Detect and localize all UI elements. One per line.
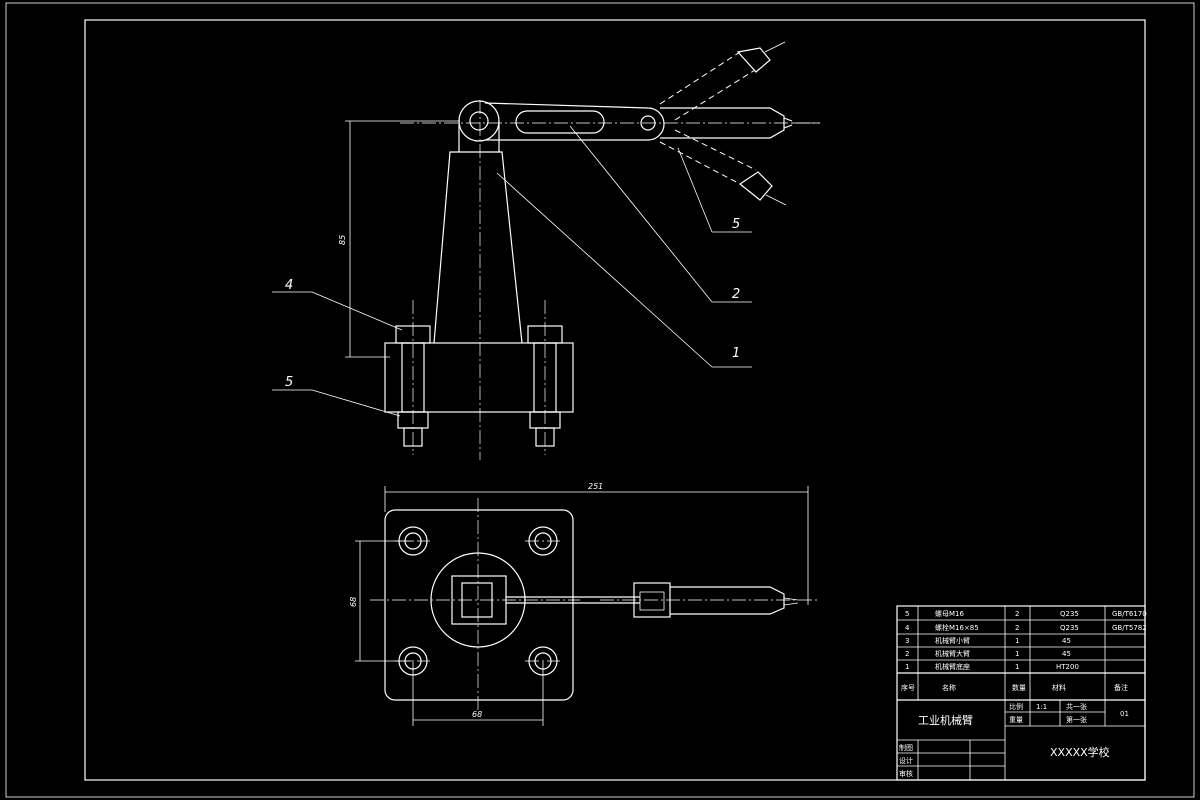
callout-1-label: 1 [732, 346, 740, 361]
svg-text:螺母M16: 螺母M16 [935, 609, 964, 618]
svg-text:45: 45 [1062, 650, 1071, 658]
svg-text:2: 2 [1015, 610, 1019, 618]
svg-text:HT200: HT200 [1056, 663, 1079, 671]
column-square-outer [451, 575, 507, 625]
svg-text:4: 4 [905, 624, 910, 632]
sheet-inner-border [84, 19, 1146, 781]
horizontal-dim-text: 68 [472, 710, 482, 719]
drawing-title: 工业机械臂 [918, 713, 973, 727]
svg-text:2: 2 [905, 650, 909, 658]
sheet-outer-border [5, 2, 1195, 798]
top-view: 251 68 68 [349, 482, 820, 726]
front-view: 85 1 2 5 4 5 [272, 41, 820, 460]
height-dimension: 85 [338, 120, 460, 358]
svg-text:GB/T5782: GB/T5782 [1112, 624, 1147, 632]
svg-text:数量: 数量 [1012, 683, 1026, 692]
callout-4-label: 4 [285, 278, 293, 293]
callout-1: 1 [496, 172, 752, 368]
school-name: XXXXX学校 [1050, 745, 1110, 759]
big-arm [484, 102, 665, 141]
title-block: 5 螺母M16 2 Q235 GB/T6170 4 螺栓M16×85 2 Q23… [896, 605, 1147, 781]
callout-4: 4 [272, 278, 403, 331]
callout-2: 2 [569, 125, 752, 303]
svg-text:1: 1 [1015, 663, 1019, 671]
svg-text:5: 5 [905, 610, 909, 618]
role-drawn: 制图 [899, 743, 913, 752]
callout-5-left: 5 [272, 375, 401, 417]
bom-row-3: 3 机械臂小臂 1 45 [905, 636, 1071, 645]
base-plate [384, 342, 574, 413]
left-bolt [395, 300, 431, 455]
vertical-spacing-dimension: 68 [349, 540, 412, 662]
column [433, 151, 523, 344]
column-top [430, 552, 526, 648]
weight-label: 重量 [1009, 716, 1023, 724]
right-bolt [527, 300, 563, 455]
length-dim-text: 251 [588, 482, 603, 491]
svg-text:机械臂大臂: 机械臂大臂 [935, 649, 970, 658]
bom-row-1: 1 机械臂底座 1 HT200 [905, 662, 1079, 671]
svg-text:2: 2 [1015, 624, 1019, 632]
overall-length-dimension: 251 [384, 482, 809, 605]
bom-row-2: 2 机械臂大臂 1 45 [905, 649, 1071, 658]
role-review: 审核 [899, 769, 913, 778]
sheet-index: 第一张 [1066, 715, 1087, 724]
drawing-number: 01 [1120, 710, 1129, 718]
callout-5-top-label: 5 [732, 217, 740, 232]
horizontal-spacing-dimension: 68 [412, 662, 544, 726]
bom-row-5: 5 螺母M16 2 Q235 GB/T6170 [905, 609, 1147, 618]
scale-label: 比例 [1009, 702, 1023, 711]
svg-text:机械臂小臂: 机械臂小臂 [935, 636, 970, 645]
alt-position-up [659, 41, 786, 121]
pivot-outer [458, 100, 500, 142]
role-design: 设计 [899, 756, 913, 765]
svg-text:GB/T6170: GB/T6170 [1112, 610, 1147, 618]
sheet-total: 共一张 [1066, 702, 1087, 711]
svg-text:序号: 序号 [901, 683, 915, 692]
scale-value: 1:1 [1036, 703, 1047, 711]
base-plate-top [384, 509, 574, 701]
svg-text:45: 45 [1062, 637, 1071, 645]
svg-text:Q235: Q235 [1060, 624, 1079, 632]
callout-5-top: 5 [677, 147, 752, 233]
column-square-inner [461, 582, 493, 618]
alt-position-down [659, 129, 787, 206]
arm-slot [515, 110, 605, 134]
svg-text:Q235: Q235 [1060, 610, 1079, 618]
bom-header: 序号 名称 数量 材料 备注 [901, 683, 1128, 692]
svg-text:1: 1 [1015, 637, 1019, 645]
small-arm-top [670, 586, 785, 615]
callout-5-left-label: 5 [285, 375, 293, 390]
svg-text:螺栓M16×85: 螺栓M16×85 [935, 623, 979, 632]
svg-text:3: 3 [905, 637, 909, 645]
svg-text:备注: 备注 [1114, 683, 1128, 692]
height-dim-text: 85 [338, 235, 347, 245]
bom-row-4: 4 螺栓M16×85 2 Q235 GB/T5782 [905, 623, 1147, 632]
svg-text:材料: 材料 [1052, 683, 1066, 692]
pivot-inner [469, 111, 489, 131]
vertical-dim-text: 68 [349, 597, 358, 607]
callout-2-label: 2 [732, 287, 740, 302]
svg-text:1: 1 [905, 663, 909, 671]
svg-text:机械臂底座: 机械臂底座 [935, 662, 970, 671]
svg-text:1: 1 [1015, 650, 1019, 658]
svg-text:名称: 名称 [942, 683, 956, 692]
